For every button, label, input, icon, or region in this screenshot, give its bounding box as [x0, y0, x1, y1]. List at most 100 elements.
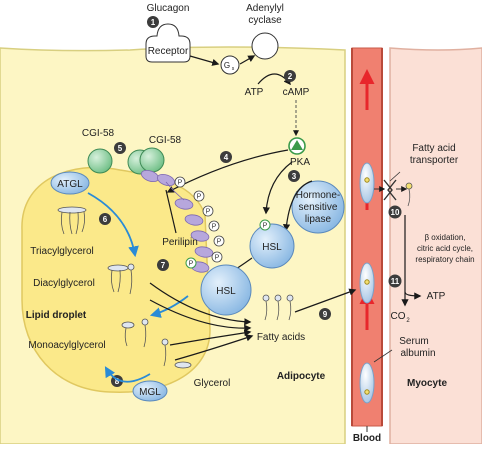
- hsl-lipase-label-1: Hormone-: [296, 190, 340, 201]
- cgi58-right-label: CGI-58: [149, 135, 182, 146]
- gs-subscript: s: [232, 66, 235, 72]
- svg-text:3: 3: [292, 172, 297, 181]
- serum-albumin-label-1: Serum: [399, 336, 428, 347]
- mgl-protein: [132, 380, 168, 402]
- svg-text:P: P: [178, 180, 183, 187]
- svg-text:5: 5: [118, 144, 123, 153]
- atgl-protein: [50, 171, 90, 195]
- adenylyl-cyclase-label-1: Adenylyl: [246, 3, 284, 14]
- hsl-upper-protein: [249, 223, 295, 269]
- cgi58-left-protein: [87, 148, 113, 174]
- step-badge-9: 9: [319, 308, 331, 320]
- atp-top-label: ATP: [245, 87, 264, 98]
- svg-text:P: P: [215, 255, 220, 262]
- atgl-label: ATGL: [57, 179, 83, 190]
- svg-text:P: P: [217, 239, 222, 246]
- lipase-to-hsl-arrow: [282, 180, 313, 232]
- hsl-lower-phospho: P: [189, 261, 194, 268]
- monoacylglycerol-label: Monoacylglycerol: [28, 340, 105, 351]
- svg-text:7: 7: [161, 261, 166, 270]
- hsl-lipase-label-2: sensitive: [299, 202, 338, 213]
- transporter-pointer-line: [389, 171, 401, 182]
- monoacylglycerol-molecule: [121, 318, 149, 348]
- hsl-lower-protein: [200, 264, 252, 316]
- cgi58-left-label: CGI-58: [82, 128, 115, 139]
- hsl-upper-label: HSL: [262, 242, 282, 253]
- receptor-shape: [145, 23, 191, 63]
- pka-triangle-icon: [291, 140, 303, 150]
- adenylyl-cyclase: [251, 32, 279, 60]
- step-badge-7: 7: [157, 259, 169, 271]
- tag-to-fatty-acids-arrow: [149, 299, 252, 332]
- fatty-acid-transporter: [374, 179, 408, 201]
- dag-to-fatty-acids-arrow: [149, 282, 252, 326]
- co2-label: CO: [391, 311, 406, 322]
- svg-text:P: P: [206, 209, 211, 216]
- step-badge-3: 3: [288, 170, 300, 182]
- beta-oxidation-label-1: β oxidation,: [424, 233, 465, 242]
- myocyte-label: Myocyte: [407, 378, 447, 389]
- mgl-label: MGL: [139, 387, 161, 398]
- glucagon-label: Glucagon: [147, 3, 190, 14]
- atp-right-label: ATP: [427, 291, 446, 302]
- mgl-to-fatty-acids-arrow: [174, 334, 254, 361]
- svg-text:8: 8: [115, 377, 120, 386]
- svg-text:P: P: [197, 194, 202, 201]
- glycerol-label: Glycerol: [194, 378, 231, 389]
- blood-label: Blood: [353, 433, 381, 444]
- step-badge-1: 1: [147, 16, 159, 28]
- svg-text:4: 4: [224, 153, 229, 162]
- hsl-lower-label: HSL: [216, 286, 236, 297]
- cgi58-right-protein-b: [139, 147, 165, 173]
- triacylglycerol-label: Triacylglycerol: [30, 246, 94, 257]
- perilipin-phospho-groups: P P P P P P: [174, 176, 225, 263]
- adenylyl-cyclase-label-2: cyclase: [248, 15, 282, 26]
- fatty-acids-to-blood-arrow: [294, 288, 357, 313]
- hsl-hydrolysis-arrow: [149, 295, 189, 318]
- hormone-sensitive-lipase: [291, 180, 345, 234]
- perilipin-label: Perilipin: [162, 237, 198, 248]
- transporter-label-1: Fatty acid: [412, 143, 455, 154]
- step-badge-5: 5: [114, 142, 126, 154]
- svg-text:11: 11: [391, 277, 400, 286]
- svg-text:P: P: [212, 224, 217, 231]
- diacylglycerol-molecule: [107, 263, 135, 295]
- glycerol-molecule: [174, 361, 192, 369]
- fatty-acid-free-molecule: [161, 338, 169, 367]
- step-badge-4: 4: [220, 151, 232, 163]
- step-badge-11: 11: [388, 274, 402, 288]
- lipid-droplet: [21, 166, 211, 393]
- gs-protein: [220, 55, 240, 75]
- hsl-lipase-label-3: lipase: [305, 214, 332, 225]
- transporter-label-2: transporter: [410, 155, 459, 166]
- co2-subscript: 2: [406, 318, 410, 324]
- diacylglycerol-label: Diacylglycerol: [33, 278, 95, 289]
- svg-text:2: 2: [288, 72, 293, 81]
- gs-to-cyclase-arrow: [239, 55, 256, 65]
- albumin-pointer-line: [373, 349, 393, 363]
- svg-text:6: 6: [103, 215, 108, 224]
- step-badge-10: 10: [388, 205, 402, 219]
- mgl-hydrolysis-arrow: [104, 366, 151, 383]
- beta-oxidation-label-3: respiratory chain: [415, 255, 474, 264]
- myocyte-fatty-acid: [405, 182, 413, 207]
- gs-label: G: [224, 61, 230, 70]
- adipocyte-label: Adipocyte: [277, 371, 326, 382]
- receptor-label: Receptor: [148, 46, 189, 57]
- serum-albumin-label-2: albumin: [400, 348, 435, 359]
- perilipin-chain: [140, 169, 214, 273]
- beta-oxidation-label-2: citric acid cycle,: [417, 244, 473, 253]
- receptor-to-gs-arrow: [189, 55, 220, 66]
- triacylglycerol-molecule: [57, 206, 87, 235]
- fatty-acids-molecules: [262, 294, 294, 321]
- serum-albumin-capsules: [359, 162, 375, 404]
- camp-label: cAMP: [283, 87, 310, 98]
- fatty-acids-label: Fatty acids: [257, 332, 305, 343]
- lipid-droplet-label: Lipid droplet: [26, 310, 87, 321]
- step-badge-6: 6: [99, 213, 111, 225]
- svg-text:9: 9: [323, 310, 328, 319]
- pka-label: PKA: [290, 157, 310, 168]
- step-badge-2: 2: [284, 70, 296, 82]
